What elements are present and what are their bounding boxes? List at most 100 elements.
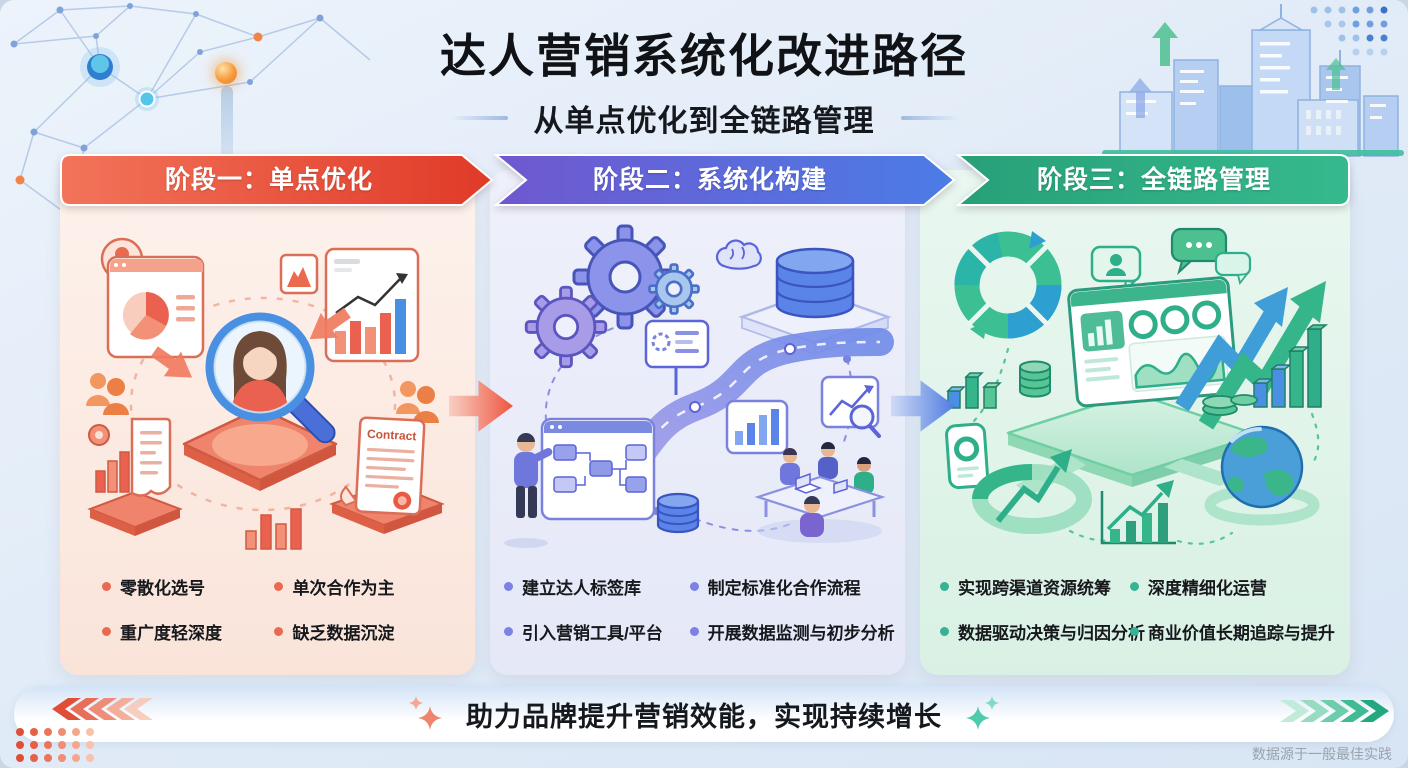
chevrons-right-decoration — [1280, 700, 1389, 722]
gear-icon-small — [648, 263, 700, 315]
orange-node — [15, 175, 25, 185]
bullet-item: 深度精细化运营 — [1129, 574, 1344, 599]
stage2-banner — [493, 154, 956, 206]
person-figure — [504, 433, 553, 548]
bullet-dot — [689, 627, 699, 636]
coin-stack-icon — [1202, 394, 1258, 416]
pie-dashboard-icon — [106, 255, 205, 359]
bullet-item: 制定标准化合作流程 — [689, 574, 899, 599]
contract-label: Contract — [367, 427, 417, 444]
growth-arrow-teal — [1198, 281, 1326, 430]
bullet-text: 建立达人标签库 — [522, 579, 641, 598]
bullet-item: 建立达人标签库 — [504, 574, 690, 599]
orange-node — [253, 32, 263, 42]
person-seated — [800, 496, 824, 537]
subtitle-dash-right — [900, 116, 959, 120]
person-seated — [818, 442, 838, 479]
bullet-text: 商业价值长期追踪与提升 — [1147, 624, 1335, 643]
bar-widget-icon — [725, 399, 789, 455]
bullet-dot — [940, 627, 949, 636]
footer-banner-text: 助力品牌提升营销效能，实现持续增长 — [466, 701, 942, 732]
chat-bubbles-icon — [1170, 227, 1252, 286]
bullet-item: 引入营销工具/平台 — [504, 619, 690, 644]
bullet-dot — [504, 582, 513, 591]
stage2-illustration — [504, 224, 894, 548]
target-ring-icon — [972, 449, 1092, 534]
bullet-text: 数据驱动决策与归因分析 — [958, 624, 1145, 643]
stage3-illustration — [945, 227, 1329, 545]
magnifier-icon — [205, 312, 336, 444]
stage1-illustration: Contract — [86, 237, 445, 550]
bullet-dot — [940, 582, 949, 591]
glow-dot-icon — [215, 62, 237, 84]
bullet-dot — [274, 582, 284, 591]
bullet-item: 缺乏数据沉淀 — [274, 619, 469, 644]
sparkle-icon-left — [409, 696, 442, 730]
dot-grid-decoration — [16, 728, 94, 762]
bullet-text: 零散化选号 — [120, 579, 205, 598]
stage-ribbon — [60, 154, 1350, 206]
people-icon-right — [396, 381, 439, 423]
gear-icon-medium — [524, 285, 608, 369]
bullet-dot — [1129, 627, 1139, 636]
cyan-node — [138, 90, 156, 108]
sparkle-icon-right — [966, 696, 999, 730]
bullet-item: 重广度轻深度 — [102, 619, 274, 644]
mini-chart-icon — [279, 253, 319, 295]
bars-left-icon — [946, 372, 1002, 409]
dashboard-screen-icon — [1067, 276, 1239, 408]
bullet-dot — [102, 627, 111, 636]
footer-banner: 助力品牌提升营销效能，实现持续增长 — [14, 686, 1394, 742]
bullet-item: 零散化选号 — [102, 574, 274, 599]
bullet-text: 制定标准化合作流程 — [707, 579, 861, 598]
stage3-bullet-list: 实现跨渠道资源统筹 深度精细化运营 数据驱动决策与归因分析 商业价值长期追踪与提… — [920, 574, 1344, 644]
city-skyline-decoration — [1102, 4, 1404, 157]
bullet-text: 引入营销工具/平台 — [522, 624, 663, 643]
bullet-dot — [689, 582, 699, 591]
bullet-item: 实现跨渠道资源统筹 — [940, 574, 1130, 599]
stage2-banner-label: 阶段二：系统化构建 — [592, 166, 827, 194]
network-decoration — [10, 3, 371, 239]
bullet-item: 开展数据监测与初步分析 — [689, 619, 899, 644]
people-icon-left — [86, 373, 129, 415]
bullet-text: 单次合作为主 — [292, 579, 395, 598]
globe-icon — [1204, 425, 1320, 526]
bullet-text: 重广度轻深度 — [120, 624, 222, 643]
cycle-ring-icon — [954, 231, 1062, 339]
page-title: 达人营销系统化改进路径 — [440, 30, 968, 82]
stage3-panel: 实现跨渠道资源统筹 深度精细化运营 数据驱动决策与归因分析 商业价值长期追踪与提… — [920, 170, 1350, 675]
person-seated — [780, 448, 800, 485]
bullet-text: 缺乏数据沉淀 — [292, 624, 395, 643]
stage2-panel: 建立达人标签库 制定标准化合作流程 引入营销工具/平台 开展数据监测与初步分析 — [490, 170, 905, 675]
analysis-chart-icon — [820, 375, 881, 438]
woman-avatar — [230, 331, 290, 413]
bars-right-icon — [1251, 324, 1329, 408]
bullet-item: 商业价值长期追踪与提升 — [1129, 619, 1344, 644]
chevrons-left-decoration — [16, 698, 153, 762]
converge-arrow-right — [309, 307, 351, 340]
bullet-dot — [504, 627, 513, 636]
stage3-banner — [955, 154, 1350, 206]
phone-icon — [945, 422, 990, 490]
growth-arrow-blue — [1175, 287, 1288, 412]
bottom-bar-chart-icon — [1100, 480, 1176, 545]
page-subtitle: 从单点优化到全链路管理 — [533, 105, 875, 138]
dot-grid-decoration — [1310, 6, 1388, 56]
stage1-bullet-list: 零散化选号 单次合作为主 重广度轻深度 缺乏数据沉淀 — [60, 574, 469, 644]
source-note: 数据源于一般最佳实践 — [1252, 746, 1392, 762]
bullet-text: 开展数据监测与初步分析 — [707, 624, 895, 643]
bullet-dot — [1129, 582, 1139, 591]
bullet-text: 实现跨渠道资源统筹 — [958, 579, 1111, 598]
stage1-banner — [60, 154, 494, 206]
stage3-banner-label: 阶段三：全链路管理 — [1036, 166, 1271, 194]
stage1-panel: Contract 零散化选号 单次合作为主 重广度轻深度 — [60, 170, 475, 675]
database-green-icon — [1019, 360, 1051, 398]
bullet-item: 数据驱动决策与归因分析 — [940, 619, 1145, 644]
converge-arrow-left — [150, 346, 193, 378]
subtitle-dash-left — [449, 116, 508, 120]
kanban-board-icon — [540, 417, 656, 521]
brain-icon — [715, 239, 762, 270]
header: 达人营销系统化改进路径 从单点优化到全链路管理 — [0, 20, 1408, 140]
report-doc-icon — [87, 417, 183, 536]
